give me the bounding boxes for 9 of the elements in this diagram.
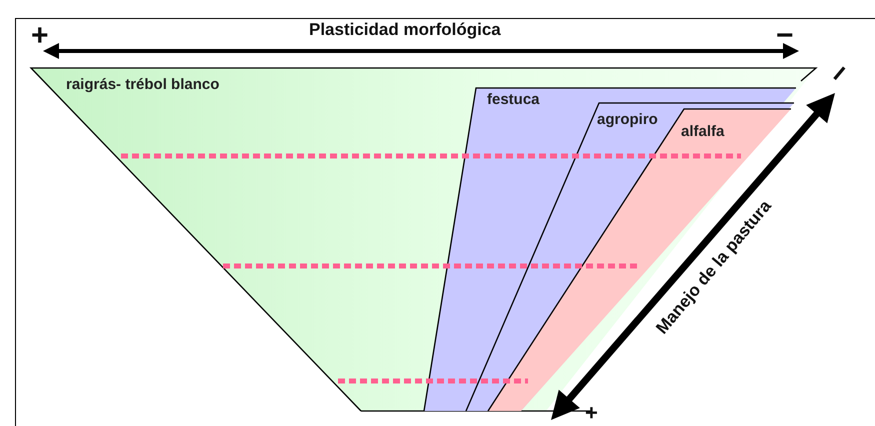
species-label: alfalfa <box>681 123 724 140</box>
species-label: agropiro <box>597 111 658 128</box>
plus-sign: + <box>31 21 49 51</box>
species-label: raigrás- trébol blanco <box>66 76 220 93</box>
plus-sign: + <box>585 402 598 424</box>
axis-title: Plasticidad morfológica <box>309 21 501 38</box>
species-label: festuca <box>487 91 540 108</box>
minus-sign: − <box>823 58 858 90</box>
minus-sign: − <box>776 21 794 51</box>
